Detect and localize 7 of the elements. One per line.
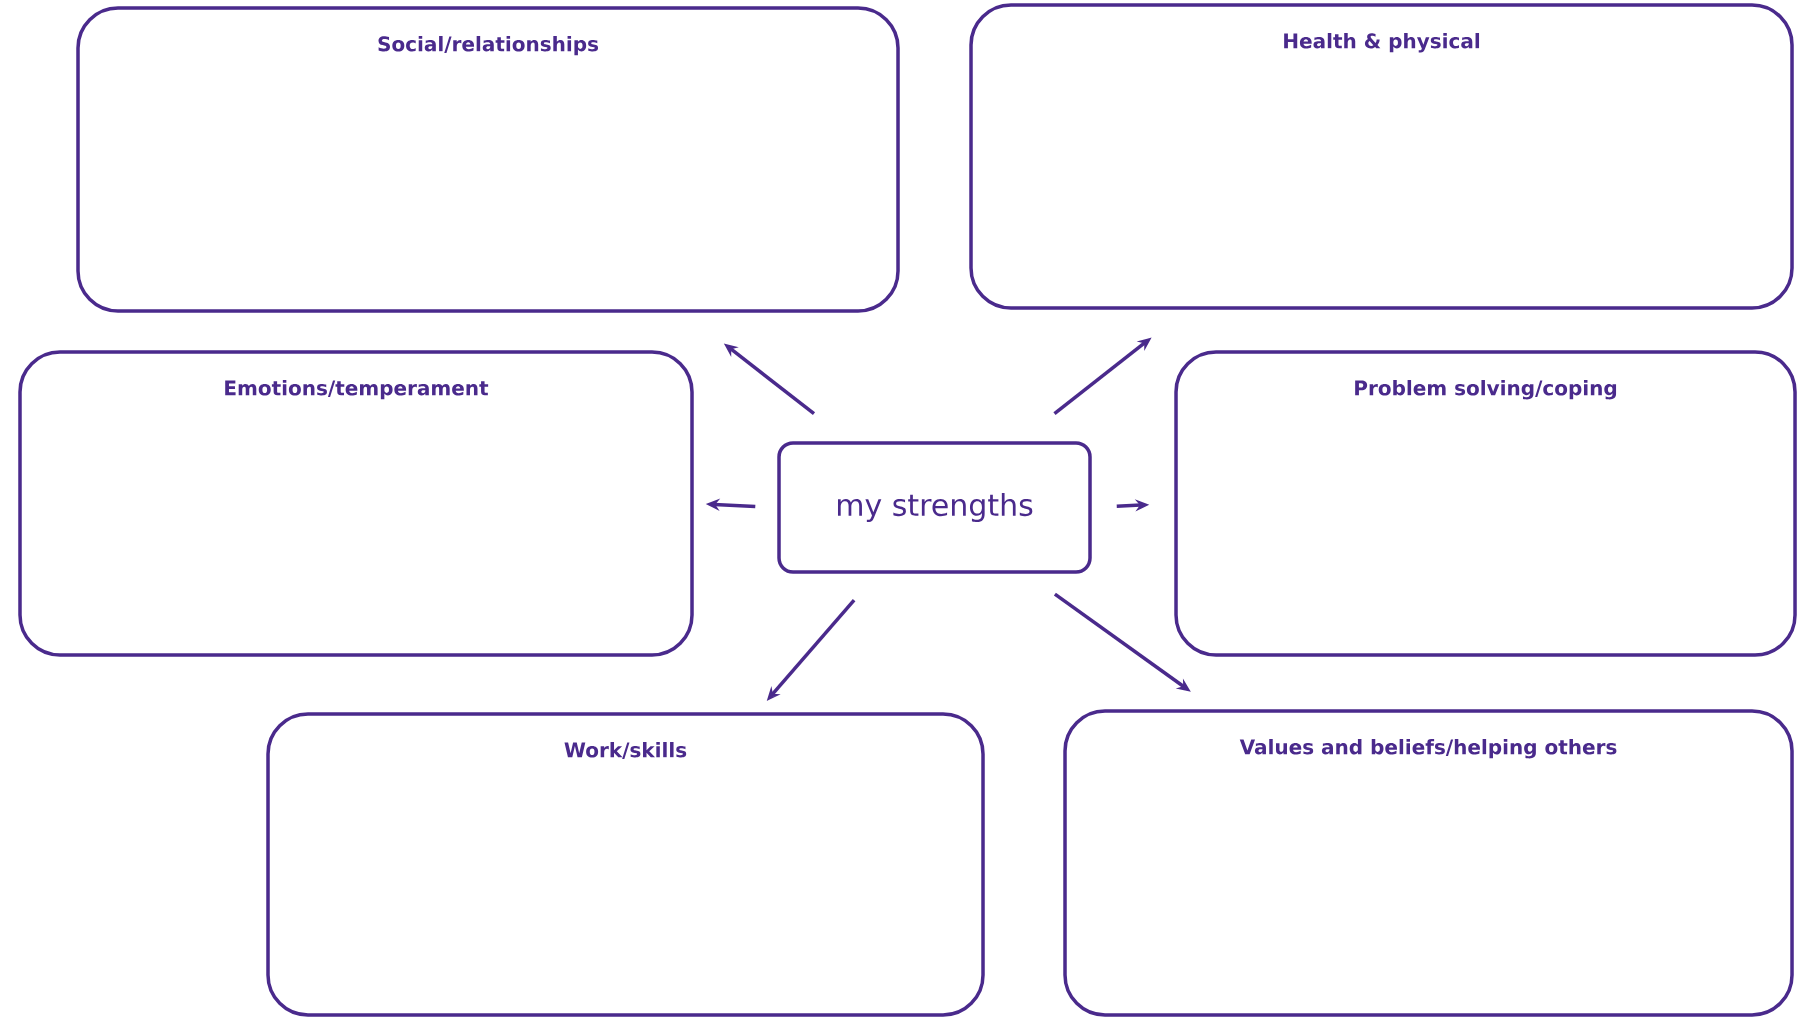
category-box: Emotions/temperament: [18, 350, 694, 657]
category-box: Values and beliefs/helping others: [1063, 709, 1794, 1017]
category-box: Social/relationships: [76, 6, 900, 313]
category-box: Health & physical: [969, 3, 1794, 310]
category-box: Work/skills: [266, 712, 985, 1017]
center-box: my strengths: [777, 441, 1092, 574]
category-box: Problem solving/coping: [1174, 350, 1797, 657]
